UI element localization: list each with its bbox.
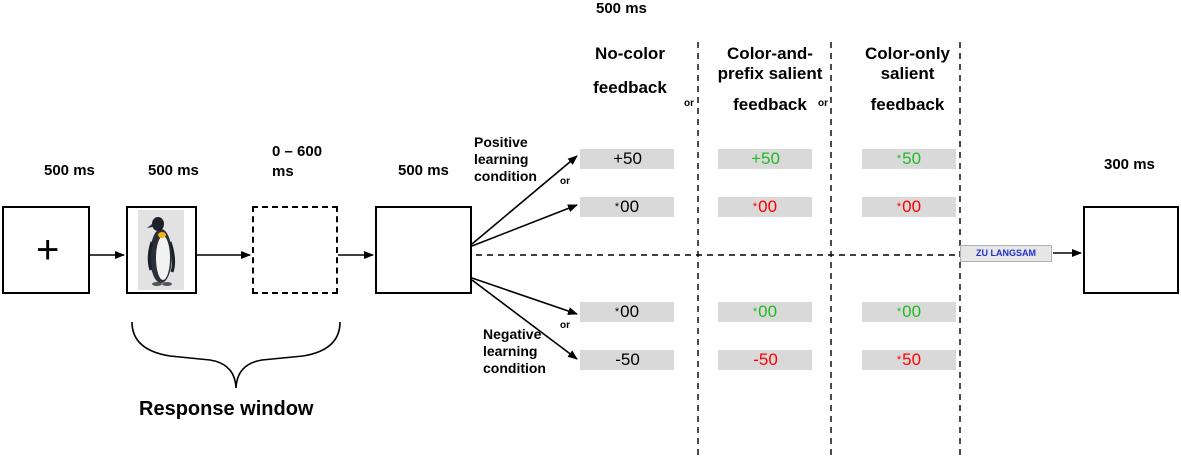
timing-gap-line1: 0 – 600	[272, 143, 323, 160]
fb-star: *	[896, 306, 902, 318]
timing-blank: 500 ms	[398, 162, 449, 179]
header-color-only-line3: feedback	[870, 95, 945, 115]
fb-star: *	[614, 201, 620, 213]
blank-screen	[375, 206, 472, 294]
fb-value: -50	[615, 350, 640, 369]
fb-color-only-neg-none: *00	[862, 302, 956, 322]
timing-stimulus: 500 ms	[148, 162, 199, 179]
arrow-branch-neg-none	[471, 277, 578, 315]
positive-line1: Positive	[474, 134, 528, 150]
fb-value: 50	[902, 350, 922, 369]
fb-value: 50	[902, 149, 922, 168]
header-color-prefix-line1: Color-and-	[727, 44, 813, 63]
header-color-prefix: Color-and- prefix salient feedback	[710, 44, 830, 115]
fb-no-color-pos-win: +50	[580, 149, 674, 169]
timing-fixation: 500 ms	[44, 162, 95, 179]
fb-color-only-pos-none: *00	[862, 197, 956, 217]
timing-gap-line2: ms	[272, 163, 294, 180]
fb-star: *	[896, 153, 902, 165]
fb-star: *	[896, 201, 902, 213]
fb-value: 00	[620, 302, 640, 321]
fixation-cross: +	[36, 228, 60, 272]
timeout-message: ZU LANGSAM	[960, 245, 1052, 262]
fixation-screen: +	[2, 206, 90, 294]
negative-line2: learning	[483, 342, 538, 359]
positive-condition-label: Positive learning condition	[474, 134, 537, 184]
fb-value: 00	[758, 302, 778, 321]
fb-color-prefix-neg-none: *00	[718, 302, 812, 322]
response-window-brace	[131, 321, 341, 389]
fb-no-color-pos-none: *00	[580, 197, 674, 217]
fb-value: +50	[751, 149, 780, 168]
penguin-icon	[138, 210, 184, 290]
header-color-only-line2: salient	[880, 63, 935, 83]
timing-feedback: 500 ms	[596, 0, 647, 17]
negative-line3: condition	[483, 359, 546, 376]
fb-no-color-neg-none: *00	[580, 302, 674, 322]
fb-no-color-neg-loss: -50	[580, 350, 674, 370]
fb-star: *	[752, 306, 758, 318]
header-color-only: Color-only salient feedback	[855, 44, 960, 115]
positive-line3: condition	[474, 167, 537, 184]
fb-color-prefix-pos-none: *00	[718, 197, 812, 217]
fb-star: *	[614, 306, 620, 318]
final-blank-screen	[1083, 206, 1179, 294]
fb-star: *	[896, 354, 902, 366]
header-color-only-line1: Color-only	[865, 44, 950, 63]
negative-condition-label: Negative learning condition	[483, 326, 546, 376]
fb-color-prefix-pos-win: +50	[718, 149, 812, 169]
arrow-branch-neg-loss	[471, 279, 578, 360]
positive-line2: learning	[474, 150, 529, 167]
header-no-color: No-color feedback	[575, 44, 685, 97]
fb-value: -50	[753, 350, 778, 369]
or-label-4: or	[560, 320, 570, 331]
header-no-color-line2: feedback	[593, 77, 667, 97]
or-label-3: or	[560, 176, 570, 187]
response-window-label: Response window	[139, 398, 314, 420]
fb-value: 00	[902, 302, 922, 321]
fb-value: 00	[902, 197, 922, 216]
fb-value: +50	[613, 149, 642, 168]
fb-value: 00	[620, 197, 640, 216]
arrow-branch-pos-win	[471, 155, 578, 245]
or-label-2: or	[818, 98, 828, 109]
timing-final: 300 ms	[1104, 156, 1155, 173]
fb-color-prefix-neg-loss: -50	[718, 350, 812, 370]
header-color-prefix-line2: prefix salient	[717, 63, 823, 83]
fb-color-only-neg-loss: *50	[862, 350, 956, 370]
or-label-1: or	[684, 98, 694, 109]
response-gap-screen	[252, 206, 338, 294]
fb-value: 00	[758, 197, 778, 216]
header-no-color-line1: No-color	[595, 44, 665, 63]
arrow-branch-pos-none	[471, 204, 578, 247]
fb-color-only-pos-win: *50	[862, 149, 956, 169]
negative-line1: Negative	[483, 326, 542, 342]
stimulus-screen	[126, 206, 197, 294]
fb-star: *	[752, 201, 758, 213]
header-color-prefix-line3: feedback	[733, 95, 807, 115]
